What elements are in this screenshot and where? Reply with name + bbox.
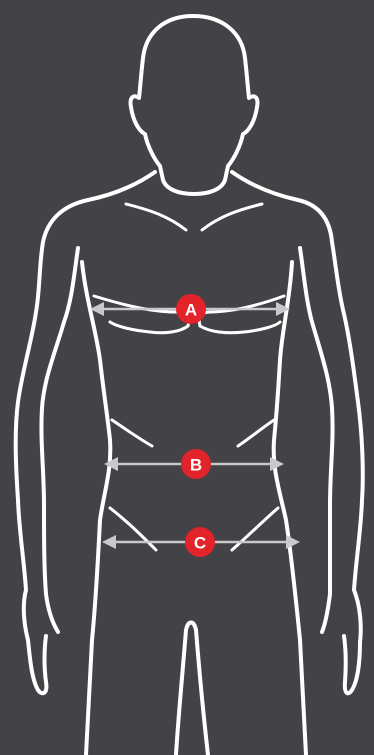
badge-a-label: A	[185, 301, 197, 320]
chest-line	[94, 296, 189, 333]
right-inner-arm-outline	[300, 248, 333, 632]
badge-c-label: C	[194, 534, 206, 553]
left-arm-outline	[16, 172, 155, 693]
badge-b-label: B	[190, 456, 202, 475]
badge-b: B	[181, 449, 211, 479]
badge-c: C	[185, 527, 215, 557]
hip-line-right	[232, 508, 278, 550]
abdomen-line-left	[112, 420, 152, 446]
hip-line-left	[110, 508, 156, 550]
head-outline	[131, 16, 258, 194]
collar-line	[126, 204, 262, 230]
leg-inner-outline	[176, 623, 208, 755]
abdomen-line-right	[238, 420, 274, 446]
chest-line-right	[199, 296, 284, 333]
left-inner-arm-outline	[41, 248, 78, 632]
badge-a: A	[176, 294, 206, 324]
torso-left-outline	[82, 262, 110, 755]
